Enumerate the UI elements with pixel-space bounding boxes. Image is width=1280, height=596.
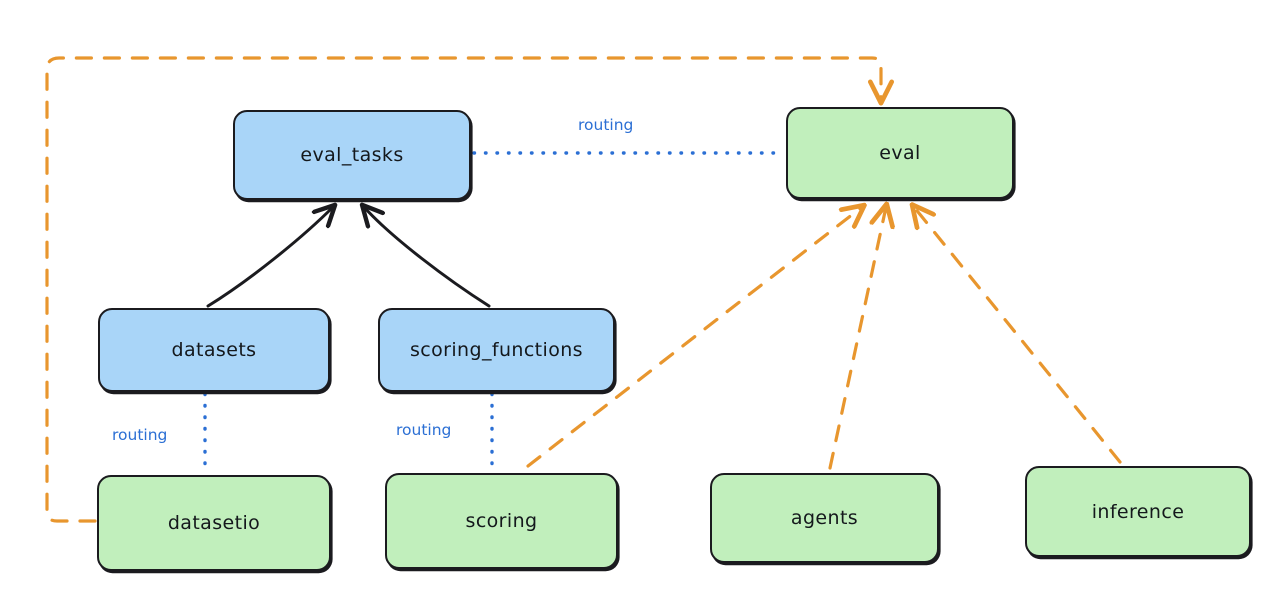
node-label-eval: eval — [879, 142, 921, 164]
node-label-scoring-functions: scoring_functions — [410, 339, 583, 361]
node-label-inference: inference — [1091, 500, 1185, 523]
edge-scoring-to-eval — [526, 207, 862, 468]
node-eval[interactable]: eval — [786, 107, 1014, 199]
node-scoring[interactable]: scoring — [385, 473, 618, 569]
edge-agents-to-eval — [828, 207, 886, 470]
node-inference[interactable]: inference — [1025, 466, 1251, 557]
node-label-datasetio: datasetio — [167, 512, 261, 534]
node-scoring-functions[interactable]: scoring_functions — [378, 308, 615, 392]
edge-datasetio-to-eval — [45, 56, 881, 523]
node-label-agents: agents — [790, 507, 859, 529]
node-label-eval-tasks: eval_tasks — [300, 144, 404, 166]
edge-label-routing-eval-tasks-eval: routing — [578, 116, 634, 134]
node-agents[interactable]: agents — [710, 473, 939, 563]
node-datasetio[interactable]: datasetio — [97, 475, 331, 571]
node-label-scoring: scoring — [465, 510, 538, 532]
edge-inference-to-eval — [914, 207, 1122, 464]
node-datasets[interactable]: datasets — [98, 308, 330, 392]
node-label-datasets: datasets — [171, 339, 257, 361]
edge-label-routing-datasets-datasetio: routing — [112, 426, 168, 444]
edge-scoring-functions-to-eval-tasks — [364, 207, 491, 308]
edge-datasets-to-eval-tasks — [206, 207, 333, 308]
node-eval-tasks[interactable]: eval_tasks — [233, 110, 471, 200]
edge-label-routing-scoring-functions-scoring: routing — [396, 421, 452, 439]
